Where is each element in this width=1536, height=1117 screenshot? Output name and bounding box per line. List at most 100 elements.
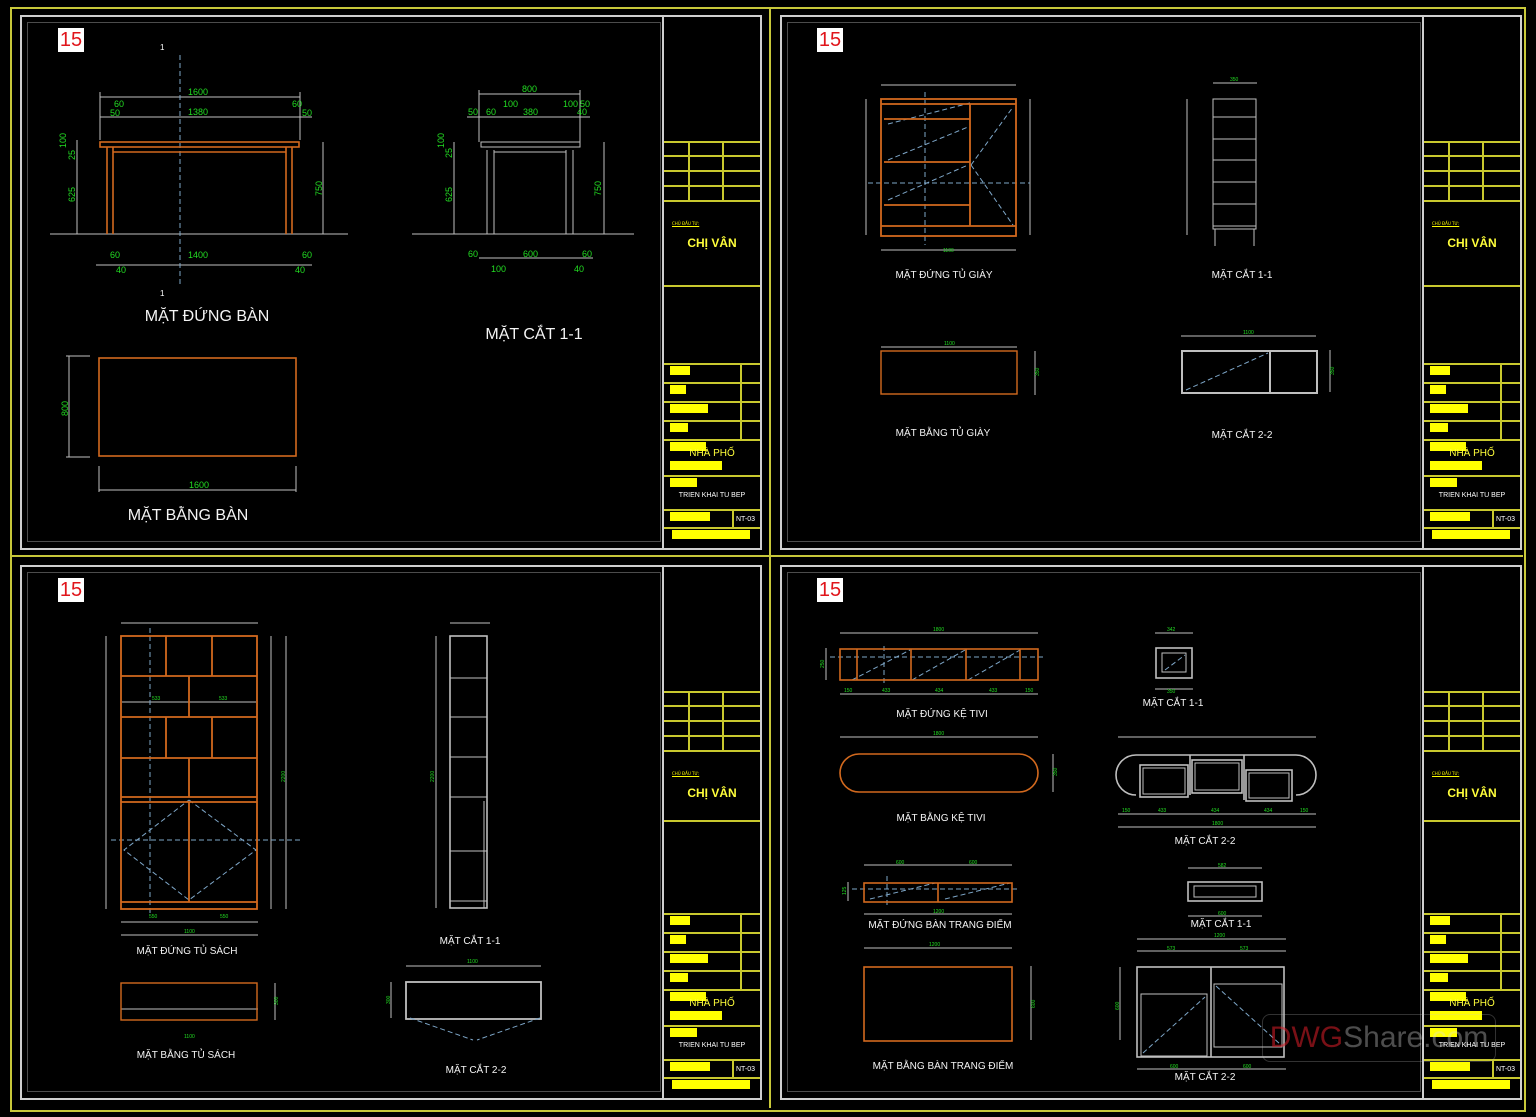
svg-text:600: 600 <box>969 860 978 866</box>
title-block: CHỦ ĐẦU TƯ: CHỊ VÂN NHÀ PHỐ TRIEN KHAI T… <box>1422 15 1520 550</box>
svg-text:434: 434 <box>1211 808 1220 814</box>
svg-text:1: 1 <box>160 289 165 298</box>
view-title: MẶT BẰNG TỦ GIÀY <box>895 428 991 439</box>
dim-text: 1600 <box>188 87 208 97</box>
drawing-name: TRIEN KHAI TU BEP <box>1438 492 1506 499</box>
sheet-panel-ban <box>20 15 762 550</box>
view-title: MẶT CẮT 2-2 <box>1174 1072 1236 1083</box>
svg-text:50: 50 <box>468 107 478 117</box>
svg-text:600: 600 <box>1170 1064 1179 1070</box>
view-title: MẶT CẮT 1-1 <box>1211 270 1273 281</box>
svg-text:550: 550 <box>220 914 229 920</box>
svg-text:40: 40 <box>577 107 587 117</box>
svg-text:25: 25 <box>67 150 77 160</box>
drawing-code: NT-03 <box>736 516 756 523</box>
sheet-number-badge: 15 <box>817 578 843 602</box>
project-name: NHÀ PHỐ <box>1449 998 1495 1009</box>
view-title: MẶT ĐỨNG BÀN TRANG ĐIỂM <box>868 920 1012 931</box>
view-title: MẶT CẮT 1-1 <box>485 326 583 343</box>
svg-text:60: 60 <box>292 99 302 109</box>
svg-text:40: 40 <box>295 265 305 275</box>
svg-text:342: 342 <box>1167 627 1176 633</box>
client-caption: CHỦ ĐẦU TƯ: <box>1432 771 1460 776</box>
sheet-panel-tu-sach <box>20 565 762 1100</box>
view-title: MẶT ĐỨNG BÀN <box>144 308 270 325</box>
client-name: CHỊ VÂN <box>1447 786 1497 800</box>
svg-text:350: 350 <box>1035 367 1041 376</box>
view-title: MẶT CẮT 2-2 <box>1211 430 1273 441</box>
svg-text:600: 600 <box>896 860 905 866</box>
svg-text:800: 800 <box>522 84 537 94</box>
view-title: MẶT CẮT 1-1 <box>1142 698 1204 709</box>
sheet-panel-tu-giay <box>780 15 1522 550</box>
drawing-ban: 1600 1380 60 50 60 50 1400 60 60 40 40 8… <box>50 43 634 492</box>
svg-text:434: 434 <box>935 688 944 694</box>
svg-text:100: 100 <box>563 99 578 109</box>
svg-text:750: 750 <box>314 181 324 196</box>
frame-divider-horizontal <box>11 555 1523 557</box>
sheet-inner-border <box>787 22 1421 542</box>
svg-text:1200: 1200 <box>933 909 944 915</box>
view-title: MẶT CẮT 2-2 <box>1174 836 1236 847</box>
svg-text:1600: 1600 <box>189 480 209 490</box>
drawing-name: TRIEN KHAI TU BEP <box>1438 1042 1506 1049</box>
sheet-number-badge: 15 <box>58 28 84 52</box>
svg-text:1200: 1200 <box>1214 933 1225 939</box>
sheet-inner-border <box>787 572 1421 1092</box>
svg-text:1200: 1200 <box>929 942 940 948</box>
svg-text:800: 800 <box>60 401 70 416</box>
svg-text:550: 550 <box>149 914 158 920</box>
svg-text:750: 750 <box>593 181 603 196</box>
svg-text:533: 533 <box>219 696 228 702</box>
svg-text:1: 1 <box>160 43 165 52</box>
sheet-inner-border <box>27 572 661 1092</box>
view-title: MẶT ĐỨNG TỦ SÁCH <box>136 946 238 957</box>
svg-text:1400: 1400 <box>188 250 208 260</box>
svg-text:1100: 1100 <box>184 1034 195 1040</box>
svg-text:100: 100 <box>58 133 68 148</box>
svg-text:380: 380 <box>523 107 538 117</box>
svg-text:1100: 1100 <box>467 959 478 965</box>
svg-text:350: 350 <box>1053 767 1059 776</box>
svg-text:50: 50 <box>110 108 120 118</box>
svg-text:60: 60 <box>114 99 124 109</box>
view-title: MẶT BẰNG BÀN TRANG ĐIỂM <box>872 1061 1014 1072</box>
view-title: MẶT BẰNG BÀN <box>127 507 249 524</box>
svg-text:60: 60 <box>486 107 496 117</box>
frame-outer <box>10 7 1526 1112</box>
svg-text:582: 582 <box>1218 863 1227 869</box>
svg-text:60: 60 <box>110 250 120 260</box>
svg-text:100: 100 <box>503 99 518 109</box>
svg-text:40: 40 <box>116 265 126 275</box>
svg-text:100: 100 <box>436 133 446 148</box>
sheet-inner-border <box>27 22 661 542</box>
svg-text:250: 250 <box>820 659 826 668</box>
svg-text:625: 625 <box>67 187 77 202</box>
client-caption: CHỦ ĐẦU TƯ: <box>672 221 700 226</box>
svg-text:600: 600 <box>1115 1001 1121 1010</box>
svg-text:350: 350 <box>1167 689 1176 695</box>
client-name: CHỊ VÂN <box>687 786 737 800</box>
project-name: NHÀ PHỐ <box>1449 448 1495 459</box>
view-title: MẶT CẮT 1-1 <box>439 936 501 947</box>
svg-text:600: 600 <box>1218 911 1227 917</box>
svg-text:125: 125 <box>842 886 848 895</box>
watermark-logo: DWGShare.com <box>1262 1014 1496 1062</box>
svg-text:300: 300 <box>274 996 280 1005</box>
svg-text:600: 600 <box>523 249 538 259</box>
svg-text:1800: 1800 <box>933 731 944 737</box>
view-title: MẶT CẮT 2-2 <box>445 1065 507 1076</box>
svg-text:60: 60 <box>468 249 478 259</box>
view-title: MẶT ĐỨNG KỆ TIVI <box>896 709 988 720</box>
svg-text:60: 60 <box>302 250 312 260</box>
svg-text:60: 60 <box>582 249 592 259</box>
project-name: NHÀ PHỐ <box>689 998 735 1009</box>
svg-text:433: 433 <box>1158 808 1167 814</box>
svg-text:1100: 1100 <box>184 929 195 935</box>
svg-text:600: 600 <box>1031 999 1037 1008</box>
svg-text:150: 150 <box>1300 808 1309 814</box>
sheet-panel-ke-tivi <box>780 565 1522 1100</box>
view-title: MẶT CẮT 1-1 <box>1190 919 1252 930</box>
svg-text:25: 25 <box>444 148 454 158</box>
